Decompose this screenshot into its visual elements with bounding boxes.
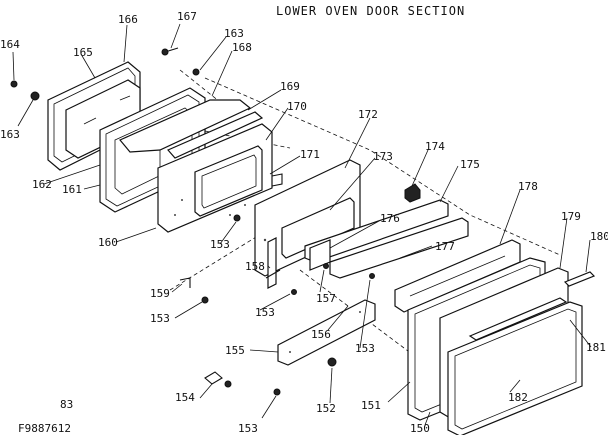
label-154: 154	[175, 391, 195, 404]
label-159: 159	[150, 287, 170, 300]
label-162: 162	[32, 178, 52, 191]
label-170: 170	[287, 100, 307, 113]
label-164: 164	[0, 38, 20, 51]
drawing-number: F9887612	[18, 422, 71, 435]
label-177: 177	[435, 240, 455, 253]
part-180-strip	[563, 271, 596, 287]
label-153-c: 153	[150, 312, 170, 325]
label-174: 174	[425, 140, 445, 153]
label-158: 158	[245, 260, 265, 273]
label-163-left: 163	[0, 128, 20, 141]
label-167: 167	[177, 10, 197, 23]
label-175: 175	[460, 158, 480, 171]
part-number-labels: 164 165 166 167 163 168 163 169 170 171 …	[0, 10, 608, 435]
part-169-strip	[167, 111, 264, 159]
label-155: 155	[225, 344, 245, 357]
part-182-gasket	[447, 301, 583, 435]
label-165: 165	[73, 46, 93, 59]
label-181: 181	[586, 341, 606, 354]
part-181-handle-bar	[468, 297, 568, 341]
label-168: 168	[232, 41, 252, 54]
part-176-spacer	[309, 239, 331, 271]
label-171: 171	[300, 148, 320, 161]
label-156: 156	[311, 328, 331, 341]
part-158-hinge-arm	[265, 237, 281, 289]
part-174-clip	[404, 183, 421, 203]
leader-lines	[12, 23, 592, 426]
label-172: 172	[358, 108, 378, 121]
label-179: 179	[561, 210, 581, 223]
label-152: 152	[316, 402, 336, 415]
label-153-d: 153	[355, 342, 375, 355]
part-177-channel	[329, 217, 469, 279]
label-182: 182	[508, 391, 528, 404]
label-153-b: 153	[255, 306, 275, 319]
part-173-insulation	[281, 197, 355, 259]
label-169: 169	[280, 80, 300, 93]
diagram-title: LOWER OVEN DOOR SECTION	[276, 4, 465, 18]
part-175-channel	[304, 199, 449, 263]
corner-code: 83	[60, 398, 73, 411]
label-150: 150	[410, 422, 430, 435]
label-163-top: 163	[224, 27, 244, 40]
label-153-e: 153	[238, 422, 258, 435]
hardware-pieces	[10, 47, 375, 396]
label-178: 178	[518, 180, 538, 193]
label-157: 157	[316, 292, 336, 305]
part-160-door-liner	[157, 123, 283, 233]
label-161: 161	[62, 183, 82, 196]
label-151: 151	[361, 399, 381, 412]
label-160: 160	[98, 236, 118, 249]
part-155-panel	[277, 299, 376, 366]
label-176: 176	[380, 212, 400, 225]
label-166: 166	[118, 13, 138, 26]
label-153-a: 153	[210, 238, 230, 251]
label-173: 173	[373, 150, 393, 163]
label-180: 180	[590, 230, 608, 243]
